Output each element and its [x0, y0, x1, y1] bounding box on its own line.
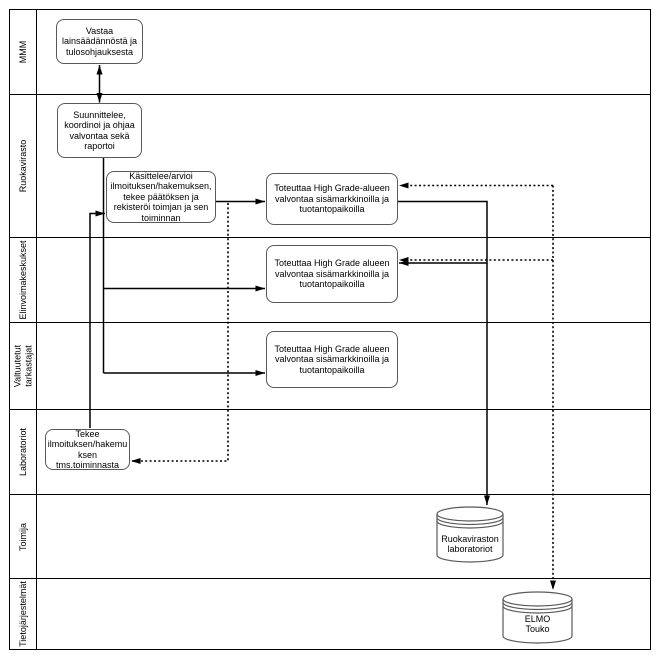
lane-label-cell: Valtuutetut tarkastajat — [10, 323, 37, 409]
task-vastaa-lainsaadannosta: Vastaa lainsäädännöstä ja tulosohjaukses… — [56, 19, 143, 64]
lane-label-cell: Toimija — [10, 495, 37, 578]
task-toteuttaa-ruokavirasto: Toteuttaa High Grade-alueen valvontaa si… — [266, 173, 398, 225]
lane-tietojarjestelmat: Tietojärjestelmät — [10, 579, 650, 649]
task-suunnittelee-koordinoi: Suunnittelee, koordinoi ja ohjaa valvont… — [57, 103, 142, 158]
lane-label-cell: MMM — [10, 10, 37, 94]
task-toteuttaa-elinvoimakeskukset: Toteuttaa High Grade alueen valvontaa si… — [266, 245, 398, 303]
lane-label-tietojarjestelmat: Tietojärjestelmät — [17, 581, 28, 647]
task-label: Vastaa lainsäädännöstä ja tulosohjaukses… — [61, 25, 138, 57]
lane-label-mmm: MMM — [17, 40, 28, 64]
lane-label-valtuutetut-tarkastajat: Valtuutetut tarkastajat — [12, 344, 34, 388]
task-label: Käsittelee/arvioi ilmoituksen/hakemuksen… — [110, 170, 212, 223]
task-label: Toteuttaa High Grade-alueen valvontaa si… — [274, 183, 390, 215]
lane-valtuutetut-tarkastajat: Valtuutetut tarkastajat — [10, 323, 650, 410]
pool: MMM Ruokavirasto Elinvoimakeskukset Valt… — [9, 9, 651, 650]
lane-elinvoimakeskukset: Elinvoimakeskukset — [10, 238, 650, 323]
datastore-label-ruokaviraston-laboratoriot: Ruokaviraston laboratoriot — [441, 533, 499, 554]
lane-label-toimija: Toimija — [17, 522, 28, 551]
datastore-label-elmo-touko: ELMO Touko — [524, 613, 551, 634]
task-label: Suunnittelee, koordinoi ja ohjaa valvont… — [64, 109, 135, 151]
lane-label-laboratoriot: Laboratoriot — [17, 427, 28, 477]
task-kasittelee-arvioi: Käsittelee/arvioi ilmoituksen/hakemuksen… — [106, 171, 216, 223]
task-label: Toteuttaa High Grade alueen valvontaa si… — [274, 343, 390, 375]
lane-laboratoriot: Laboratoriot — [10, 410, 650, 495]
task-label: Tekee ilmoituksen/hakemu ksen tms.toimin… — [47, 428, 128, 470]
lane-toimija: Toimija — [10, 495, 650, 579]
task-tekee-ilmoituksen: Tekee ilmoituksen/hakemu ksen tms.toimin… — [45, 429, 130, 470]
task-label: Toteuttaa High Grade alueen valvontaa si… — [274, 258, 390, 290]
lane-label-ruokavirasto: Ruokavirasto — [17, 139, 28, 193]
task-toteuttaa-tarkastajat: Toteuttaa High Grade alueen valvontaa si… — [266, 331, 398, 388]
lane-ruokavirasto: Ruokavirasto — [10, 95, 650, 238]
lane-label-cell: Laboratoriot — [10, 410, 37, 494]
lane-label-elinvoimakeskukset: Elinvoimakeskukset — [17, 240, 28, 320]
lane-label-cell: Tietojärjestelmät — [10, 579, 37, 649]
lane-label-cell: Elinvoimakeskukset — [10, 238, 37, 322]
lane-mmm: MMM — [10, 10, 650, 95]
lane-label-cell: Ruokavirasto — [10, 95, 37, 237]
